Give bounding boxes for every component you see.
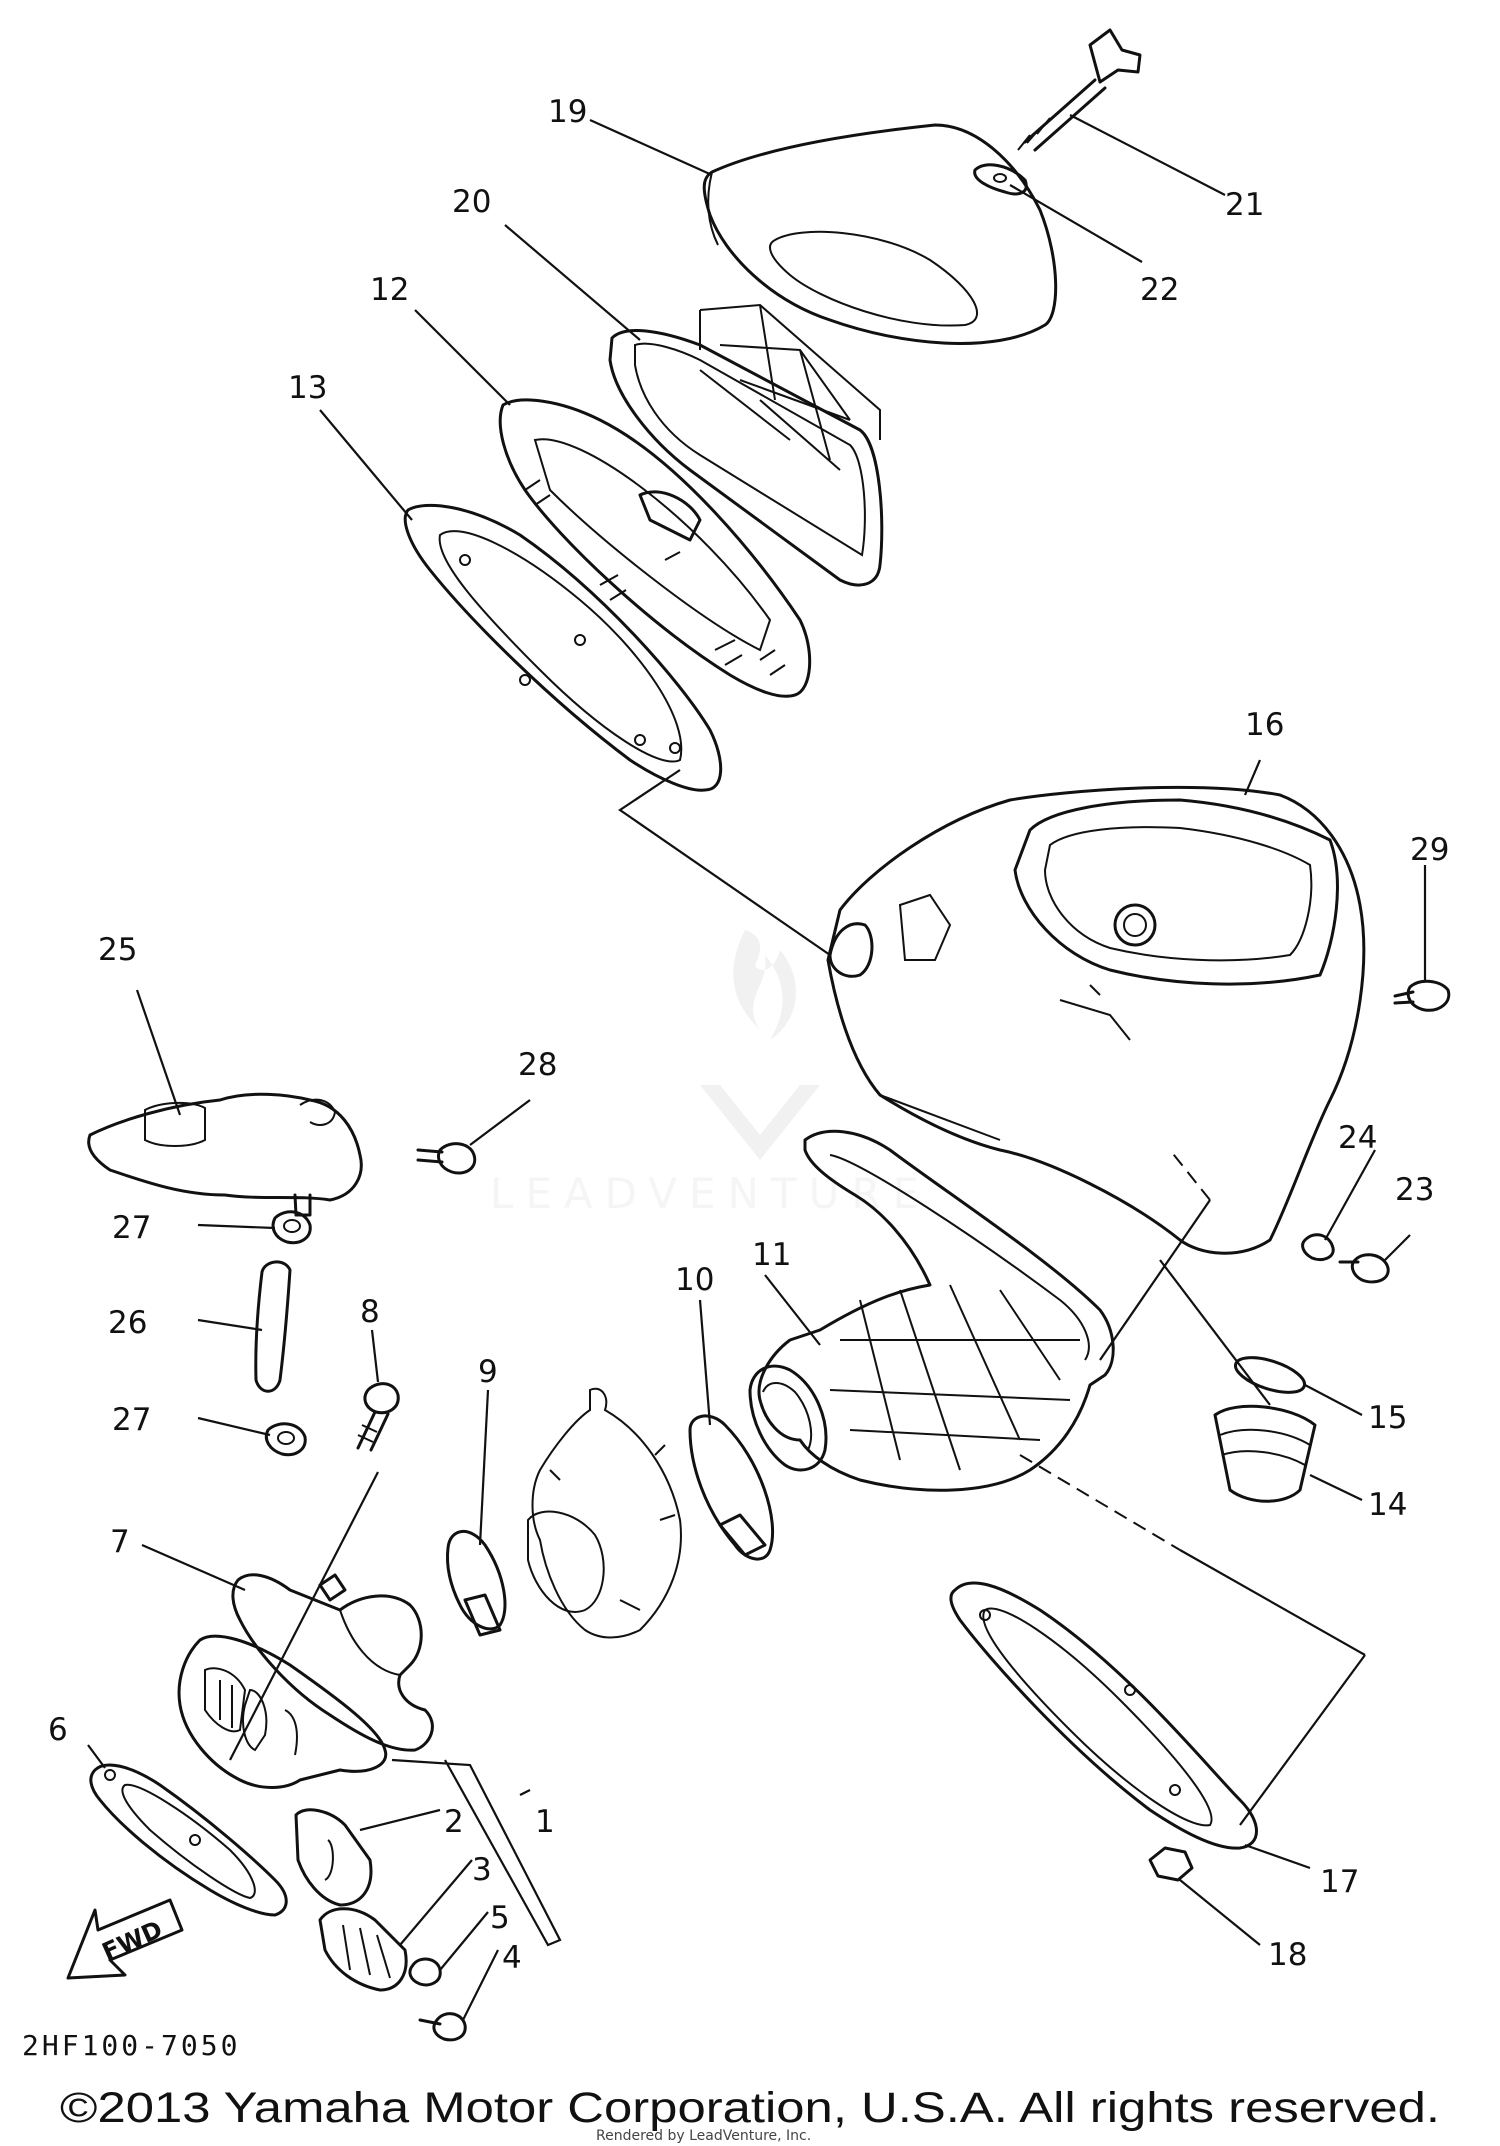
- callout-27-lower: 27: [112, 1402, 151, 1438]
- callout-21: 21: [1225, 187, 1264, 223]
- callout-24: 24: [1338, 1120, 1377, 1156]
- watermark-text: LEADVENTURE: [490, 1169, 931, 1218]
- part-27-clamp-lower: [264, 1422, 307, 1457]
- callout-4: 4: [502, 1940, 522, 1976]
- part-23-bolt: [1338, 1253, 1390, 1284]
- part-15-o-ring: [1233, 1356, 1307, 1394]
- part-26-breather-hose: [254, 1260, 292, 1393]
- callout-3: 3: [472, 1852, 492, 1888]
- leader-lines: [87, 114, 1427, 2021]
- assembly-reference-lines: [618, 769, 1366, 1826]
- part-2-reed-petal: [294, 1808, 373, 1907]
- callout-2: 2: [444, 1804, 464, 1840]
- callout-23: 23: [1395, 1172, 1434, 1208]
- rendered-by-note: Rendered by LeadVenture, Inc.: [596, 2128, 811, 2144]
- callout-25: 25: [98, 932, 137, 968]
- callout-18: 18: [1268, 1937, 1307, 1973]
- callout-9: 9: [478, 1354, 498, 1390]
- part-25-cover: [87, 1092, 363, 1217]
- carburetor-phantom-outline: [527, 1387, 682, 1639]
- callout-14: 14: [1368, 1487, 1407, 1523]
- callout-16: 16: [1245, 707, 1284, 743]
- part-14-boot: [1213, 1404, 1317, 1503]
- part-8-bolt: [356, 1382, 400, 1452]
- part-17-gasket: [949, 1581, 1258, 1850]
- part-27-clamp-upper: [271, 1210, 312, 1245]
- copyright-notice: ©2013 Yamaha Motor Corporation, U.S.A. A…: [60, 2084, 1440, 2132]
- leadventure-watermark-logo: LEADVENTURE: [490, 930, 931, 1218]
- fwd-direction-arrow: FWD: [66, 1898, 184, 1980]
- part-9-clamp: [446, 1529, 507, 1637]
- part-number-labels: 19 21 22 20 12 13 16 29 25 28 27 26 27 8…: [48, 94, 1449, 1976]
- part-16-air-box: [826, 785, 1366, 1255]
- part-10-hose-clamp: [688, 1414, 775, 1561]
- part-12-filter-plate: [498, 398, 812, 698]
- part-24-washer: [1301, 1233, 1335, 1262]
- callout-15: 15: [1368, 1400, 1407, 1436]
- callout-13: 13: [288, 370, 327, 406]
- callout-5: 5: [490, 1900, 510, 1936]
- part-28-bolt: [416, 1142, 477, 1175]
- part-13-gasket: [403, 503, 723, 792]
- drawing-code: 2HF100-7050: [22, 2029, 240, 2062]
- part-3-reed-stopper: [318, 1907, 408, 1992]
- part-21-wing-bolt: [1017, 28, 1142, 152]
- callout-12: 12: [370, 272, 409, 308]
- fwd-label: FWD: [98, 1915, 167, 1966]
- part-11-air-duct: [748, 1129, 1115, 1492]
- callout-29: 29: [1410, 832, 1449, 868]
- callout-7: 7: [110, 1524, 130, 1560]
- part-18-nut: [1148, 1846, 1194, 1882]
- part-1-reed-valve-body: [177, 1634, 388, 1789]
- callout-1: 1: [535, 1804, 555, 1840]
- part-6-gasket: [89, 1763, 288, 1917]
- part-4-screw: [418, 2012, 467, 2042]
- part-29-bolt: [1393, 979, 1451, 1012]
- callout-10: 10: [675, 1262, 714, 1298]
- callout-22: 22: [1140, 272, 1179, 308]
- part-5-washer: [408, 1957, 442, 1987]
- part-20-filter-guide: [608, 303, 884, 587]
- part-7-intake-joint: [231, 1573, 434, 1752]
- callout-20: 20: [452, 184, 491, 220]
- callout-28: 28: [518, 1047, 557, 1083]
- callout-11: 11: [752, 1237, 791, 1273]
- callout-27-upper: 27: [112, 1210, 151, 1246]
- callout-17: 17: [1320, 1864, 1359, 1900]
- callout-6: 6: [48, 1712, 68, 1748]
- part-19-filter-element: [702, 123, 1058, 345]
- callout-19: 19: [548, 94, 587, 130]
- callout-8: 8: [360, 1294, 380, 1330]
- callout-26: 26: [108, 1305, 147, 1341]
